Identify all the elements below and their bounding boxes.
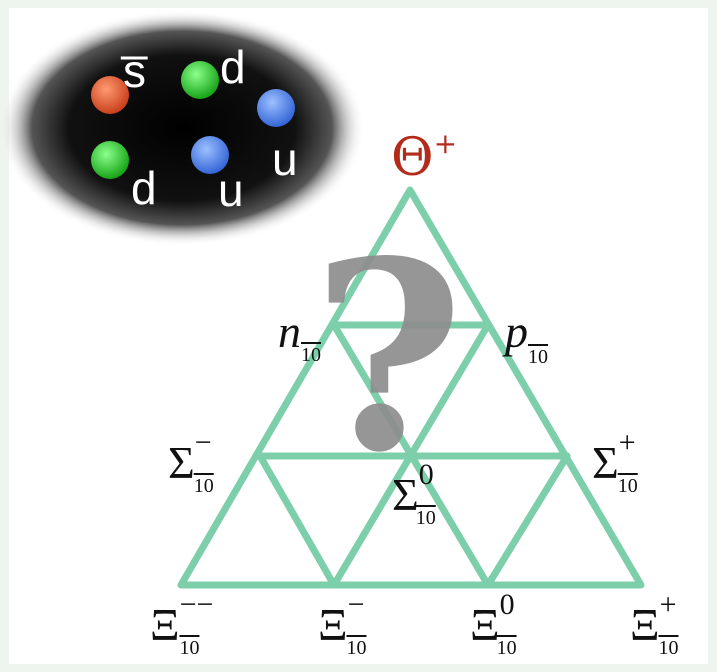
quark-d-label-2: d [131,162,157,214]
weight-diagram-lines [177,186,645,589]
quark-s-bar-dot [91,76,129,114]
quark-d-dot [181,61,219,99]
sigma-plus-label: Σ+10 [592,426,638,497]
diag-down-2 [256,452,338,589]
quark-d-dot-2 [91,141,129,179]
quark-s-bar-label: s̅ [120,45,148,97]
diag-up-2 [484,452,571,589]
p-antidecuplet-label: p10 [502,306,548,368]
quark-u-dot-2 [191,136,229,174]
sigma-minus-label: Σ−10 [168,426,214,497]
quark-u-label: u [272,133,298,185]
n-antidecuplet-label: n10 [278,306,321,366]
question-mark: ? [312,205,464,510]
outer-triangle [177,186,645,589]
xi-minus-label: Ξ−10 [318,588,367,659]
theta-plus-label: Θ+ [391,127,457,188]
xi-plus-label: Ξ+10 [630,588,679,659]
pentaquark-illustration: s̅ d u d u [0,10,365,246]
quark-u-dot [257,89,295,127]
quark-u-label-2: u [218,164,244,216]
quark-d-label: d [220,41,246,93]
xi-minus-minus-label: Ξ−−10 [150,588,213,659]
diag-up-1 [330,321,492,589]
pentaquark-blob [0,10,365,246]
